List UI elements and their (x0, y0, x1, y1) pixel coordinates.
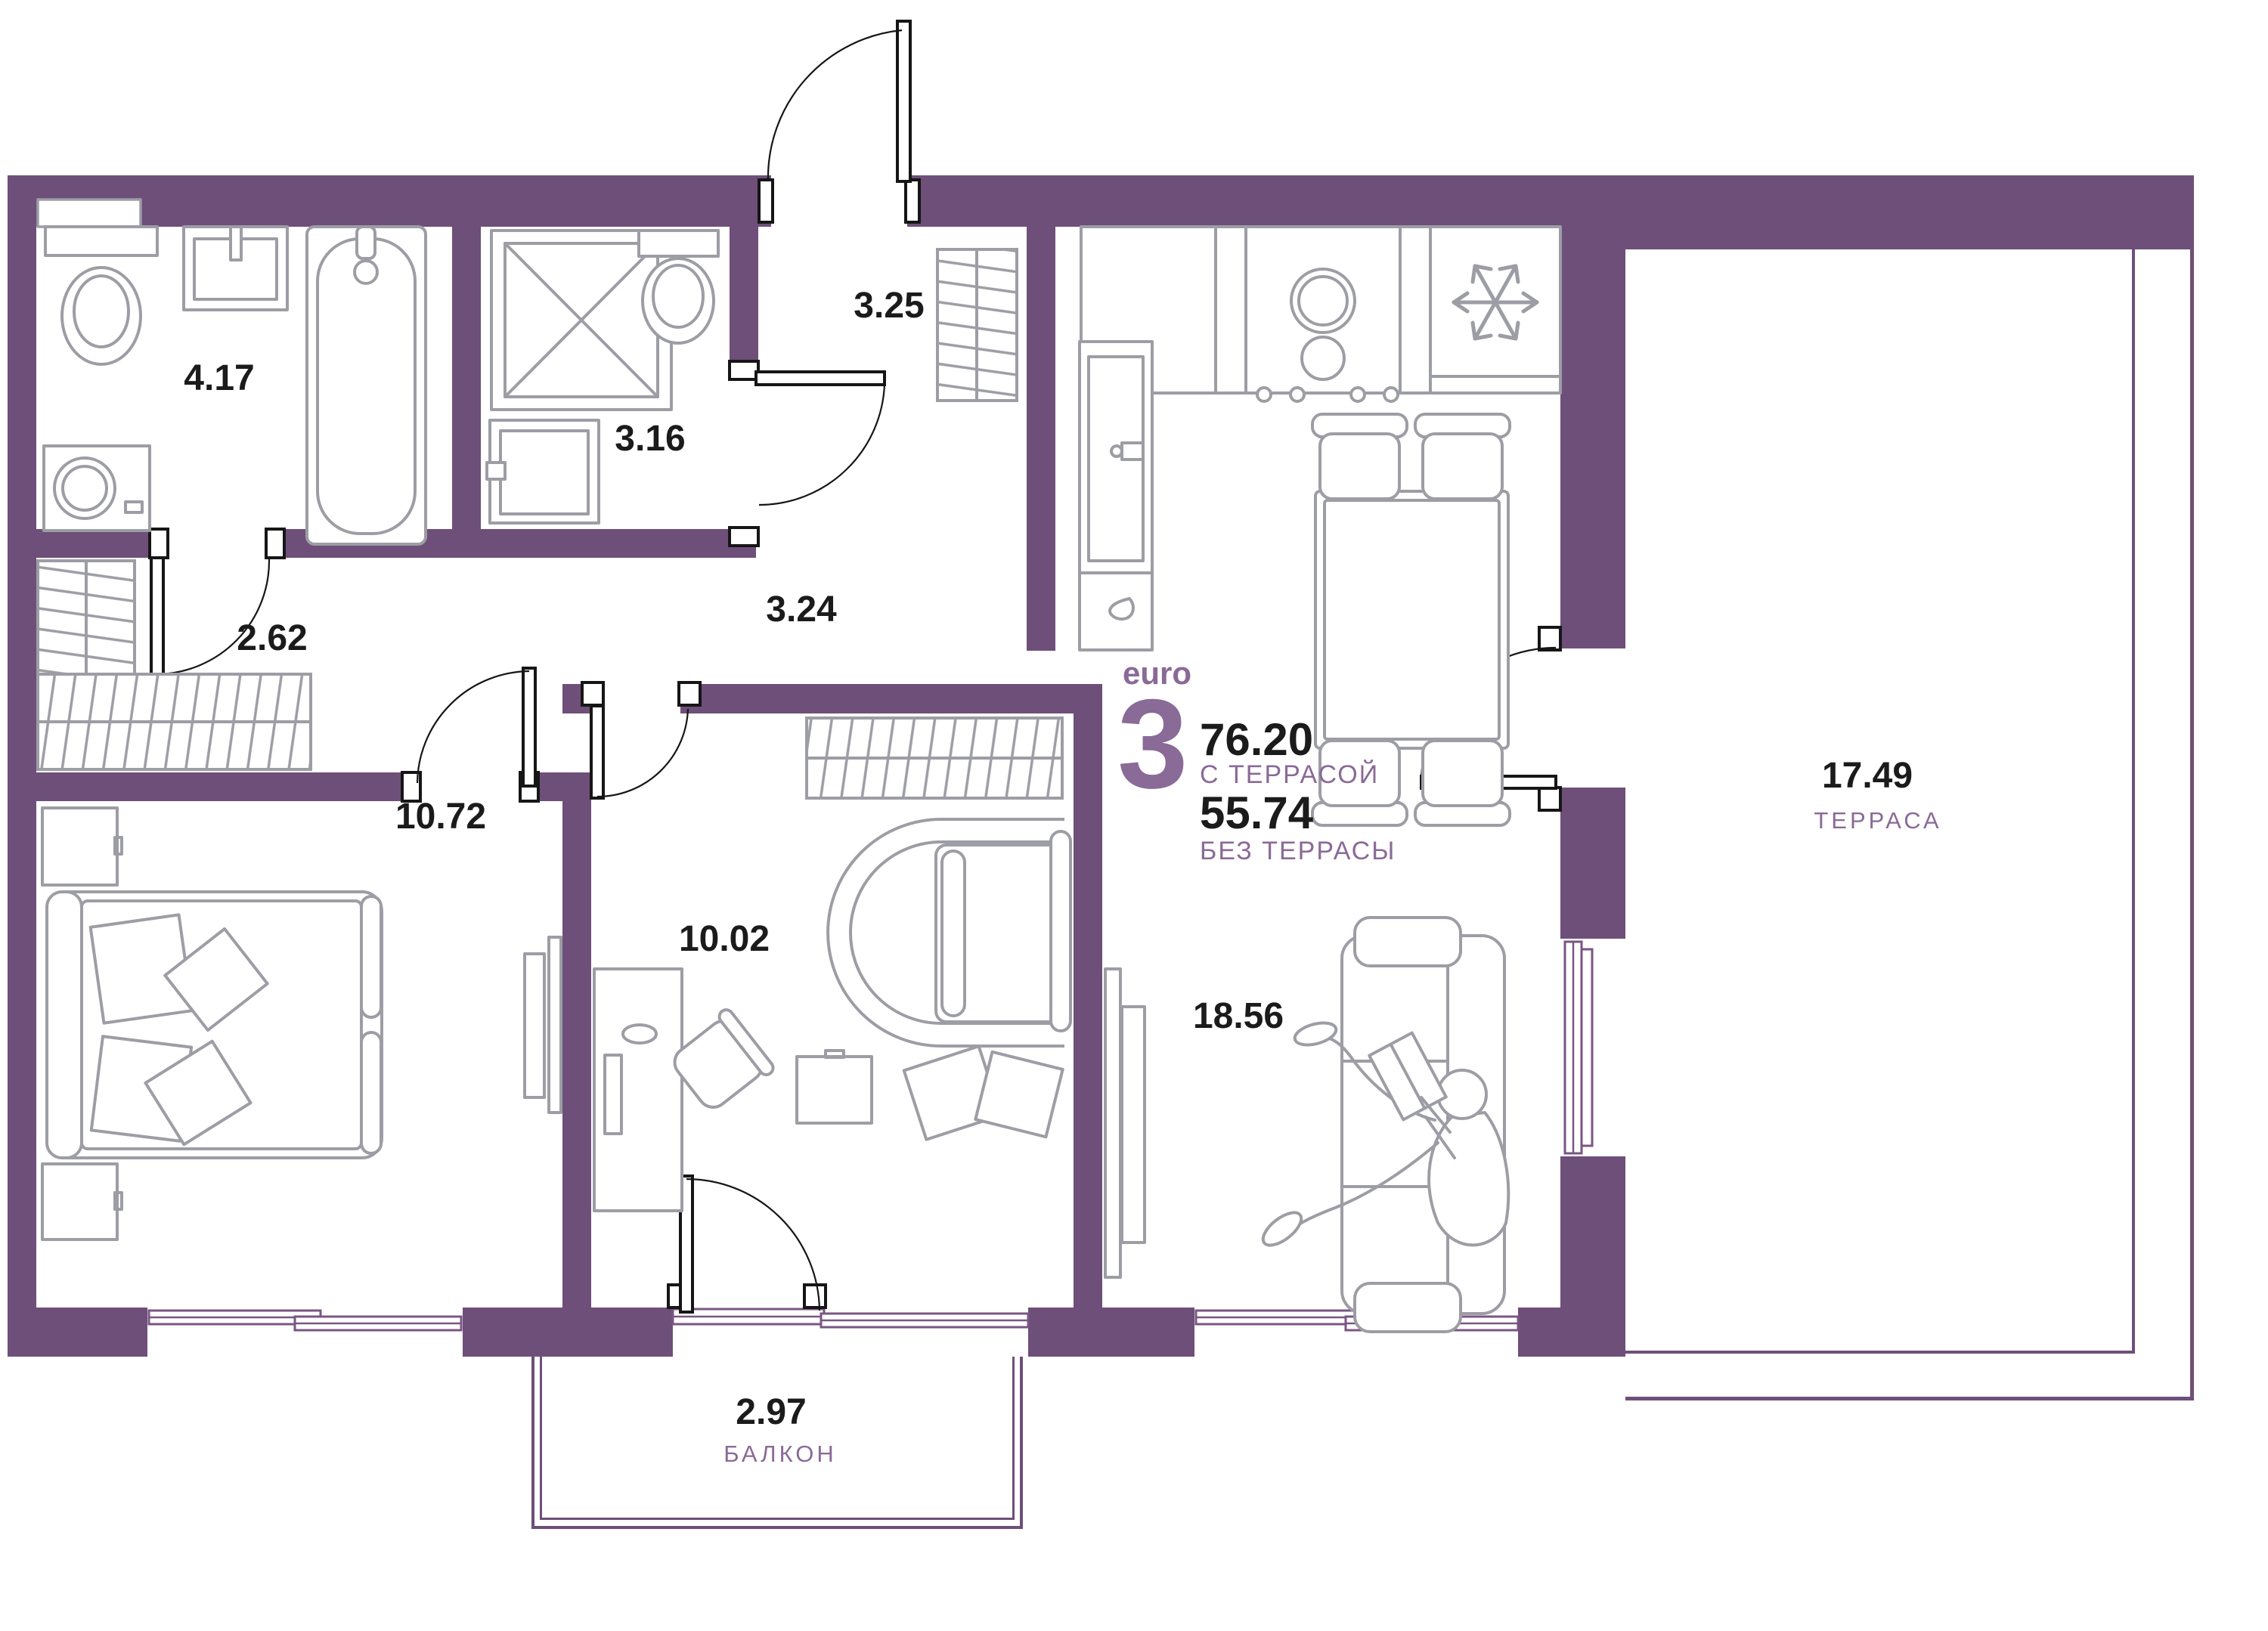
living-room-furniture (1104, 916, 1510, 1333)
tv-console-icon (1104, 967, 1146, 1279)
balcony-door-window (671, 1308, 1030, 1329)
summary-block: euro 3 76.20 С ТЕРРАСОЙ 55.74 БЕЗ ТЕРРАС… (1117, 655, 1396, 865)
fridge-snowflake-icon (1452, 264, 1539, 341)
person-reading-on-sofa-icon (1261, 1021, 1510, 1247)
entry-door (758, 20, 921, 224)
label-balcony-area: 2.97 (736, 1392, 806, 1432)
label-balcony-name: БАЛКОН (723, 1441, 837, 1467)
label-bathroom: 4.17 (184, 358, 254, 398)
label-bedroom: 10.72 (395, 797, 486, 837)
sofa-icon (1340, 916, 1506, 1333)
wardrobe-rack-horizontal (36, 673, 312, 771)
terrace-railing (1625, 249, 2194, 1400)
left-wall (8, 175, 36, 1357)
label-child: 10.02 (679, 919, 770, 959)
bath-divider-wall (452, 227, 481, 529)
sink-icon (182, 225, 289, 311)
terrace-top-wall (1625, 175, 2194, 249)
kitchen (1078, 225, 1562, 827)
pillow-icon (974, 1050, 1064, 1139)
kitchen-divider-wall (1027, 227, 1055, 651)
balcony-railing (531, 1357, 1023, 1529)
bedroom-door (401, 667, 540, 803)
area-with-terrace: 76.20 (1200, 714, 1313, 765)
stove-icon (1256, 268, 1399, 403)
child-room-furniture (593, 716, 1072, 1212)
label-living: 18.56 (1193, 996, 1284, 1036)
double-bed-icon (45, 890, 383, 1159)
label-wardrobe: 2.62 (237, 618, 307, 658)
balcony-door (667, 1175, 827, 1314)
kitchen-counter (1080, 225, 1562, 395)
pillow-icon (163, 927, 269, 1032)
with-terrace-label: С ТЕРРАСОЙ (1200, 760, 1379, 789)
bedroom-window (147, 1309, 463, 1332)
kitchen-lower-cabinet (1078, 571, 1154, 651)
terrace-window (1563, 940, 1594, 1155)
chair-icon (1311, 413, 1408, 500)
wardrobe-rack-top (805, 716, 1064, 800)
room-labels: 4.17 3.16 3.25 3.24 2.62 10.72 10.02 18.… (184, 286, 1941, 1467)
toilet-icon (637, 229, 720, 345)
chair-icon (1414, 739, 1511, 827)
nightstand-icon (41, 1162, 123, 1241)
bathtub-icon (305, 225, 427, 546)
desk-chair-icon (673, 1008, 775, 1109)
without-terrace-label: БЕЗ ТЕРРАСЫ (1200, 837, 1396, 865)
washing-machine-icon (42, 444, 151, 532)
label-corridor: 3.24 (766, 590, 837, 630)
label-entry: 3.25 (854, 286, 924, 326)
walls (8, 175, 2194, 1357)
rooms-count: 3 (1117, 673, 1188, 815)
pillow-icon (144, 1039, 253, 1147)
toilet-icon (44, 225, 159, 366)
shower-room-fixtures (485, 229, 720, 525)
child-bed-icon (826, 818, 1072, 1048)
chair-icon (1414, 413, 1511, 500)
plan-type-label: euro (1123, 655, 1191, 691)
dining-table-icon (1314, 490, 1510, 750)
child-room-door (581, 681, 702, 800)
label-shower: 3.16 (615, 419, 685, 459)
area-without-terrace: 55.74 (1200, 788, 1314, 838)
shower-cabin-icon (490, 229, 673, 411)
nightstand-icon (41, 806, 123, 887)
cistern-niche (36, 198, 142, 228)
kitchen-sink-cabinet (1078, 340, 1154, 574)
wardrobe-rack-vertical (36, 559, 136, 676)
bedroom-furniture (41, 806, 562, 1241)
bathroom-fixtures (36, 198, 427, 546)
desk-icon (593, 967, 683, 1212)
label-terrace-name: ТЕРРАСА (1814, 807, 1941, 834)
washbasin-icon (485, 419, 600, 525)
tv-icon (523, 936, 562, 1114)
entry-drying-rack (936, 248, 1018, 402)
label-terrace-area: 17.49 (1822, 756, 1913, 796)
bedside-cabinet-icon (795, 1055, 873, 1125)
shower-room-door (728, 360, 886, 547)
